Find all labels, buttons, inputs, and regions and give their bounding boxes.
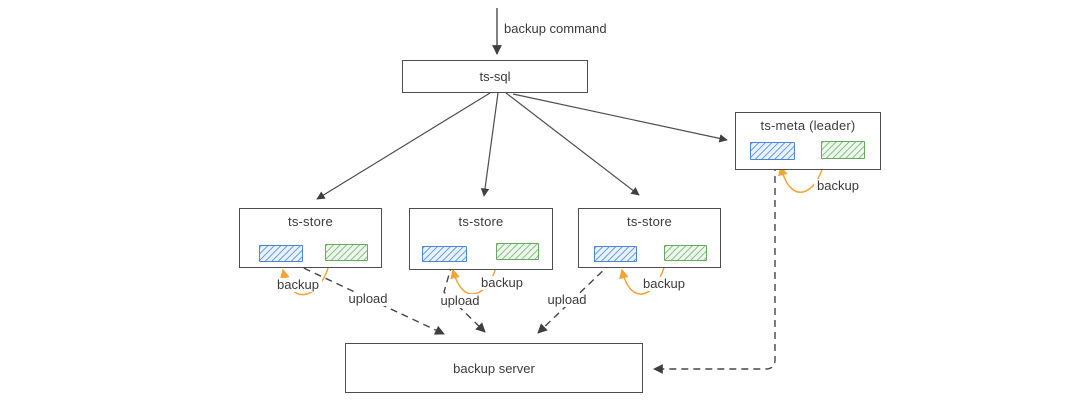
node-ts-meta: ts-meta (leader)	[735, 112, 881, 170]
arrow-tssql-to-tsmeta	[512, 93, 728, 143]
backup-curve-store-3	[619, 259, 667, 295]
blue-hatched-block	[594, 246, 637, 262]
edge-label-backup: backup	[478, 276, 526, 290]
edge-label-upload: upload	[345, 292, 391, 306]
arrow-tssql-to-tsstore-1	[316, 92, 491, 200]
edge-label-upload: upload	[437, 294, 483, 308]
backup-command-label: backup command	[504, 21, 607, 36]
green-hatched-block	[496, 243, 539, 260]
node-ts-store-label: ts-store	[458, 214, 504, 229]
node-ts-store-2: ts-store	[409, 208, 553, 270]
backup-curve-store-2	[450, 259, 499, 295]
node-ts-sql: ts-sql	[402, 60, 588, 93]
node-ts-store-label: ts-store	[288, 214, 333, 229]
green-hatched-block	[325, 244, 368, 261]
node-backup-server: backup server	[345, 343, 643, 393]
green-hatched-block	[821, 141, 865, 159]
node-ts-store-label: ts-store	[627, 214, 672, 229]
edge-label-backup: backup	[640, 277, 688, 291]
edge-label-upload: upload	[544, 293, 590, 307]
blue-hatched-block	[422, 246, 467, 262]
arrow-tssql-to-tsstore-3	[505, 92, 640, 196]
upload-arrow-2	[443, 263, 486, 333]
green-hatched-block	[664, 245, 707, 261]
upload-arrow-1	[292, 262, 445, 335]
node-ts-store-3: ts-store	[578, 208, 721, 268]
blue-hatched-block	[259, 245, 303, 262]
arrow-tssql-to-tsstore-2	[480, 92, 499, 197]
node-ts-sql-label: ts-sql	[479, 69, 511, 84]
node-ts-store-1: ts-store	[239, 208, 382, 268]
node-backup-server-label: backup server	[453, 360, 535, 376]
blue-hatched-block	[750, 142, 795, 160]
edge-label-backup: backup	[274, 278, 322, 292]
edge-label-backup: backup	[814, 179, 862, 193]
node-ts-meta-label: ts-meta (leader)	[760, 118, 856, 133]
tsmeta-to-backup-server-arrow	[653, 164, 776, 374]
